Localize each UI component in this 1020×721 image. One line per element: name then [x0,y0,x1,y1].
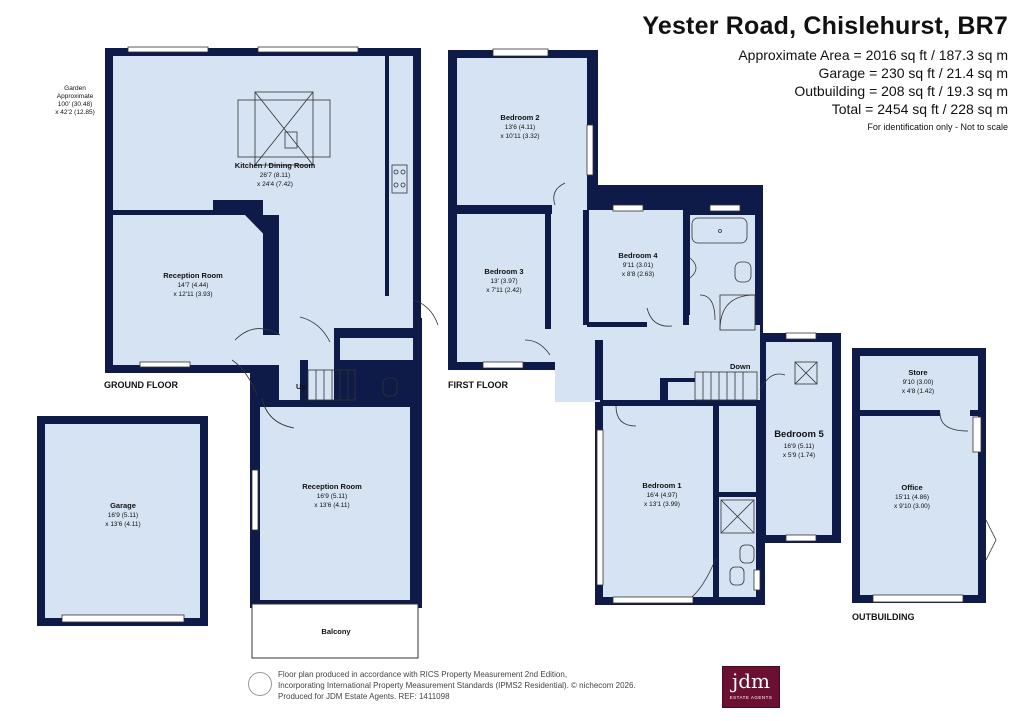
garage-label-name: Garage [110,501,136,510]
kitchen-label-l1: 26'7 (8.11) [260,172,290,179]
footer-copyright: © nichecom 2026. [571,681,636,690]
bedroom3-label-l1: 13' (3.97) [490,278,517,285]
garden-label-l3: x 42'2 (12.85) [55,109,95,116]
footer-line2-text: Incorporating International Property Mea… [278,681,569,690]
room-labels: Garden Approximate 100' (30.48) x 42'2 (… [55,85,934,636]
bedroom3-label-name: Bedroom 3 [484,267,523,276]
footer-line3-text: Produced for JDM Estate Agents. [278,692,397,701]
bedroom2-label-l2: x 10'11 (3.32) [500,133,539,140]
bedroom5-label-l2: x 5'9 (1.74) [783,452,815,459]
person-icon [248,672,272,696]
area-total: Total = 2454 sq ft / 228 sq m [831,101,1008,117]
office-label-name: Office [901,483,922,492]
logo-subtext: ESTATE AGENTS [729,695,773,700]
bedroom1-label-l1: 16'4 (4.97) [647,492,678,499]
area-summary: Approximate Area = 2016 sq ft / 187.3 sq… [738,46,1008,132]
office-label-l2: x 9'10 (3.00) [894,503,930,510]
bedroom5-label-name: Bedroom 5 [774,429,824,440]
area-approx: Approximate Area = 2016 sq ft / 187.3 sq… [738,47,1008,63]
reception2-label-l1: 16'9 (5.11) [317,493,347,500]
balcony-outline [251,603,419,659]
store-label-l1: 9'10 (3.00) [903,379,934,386]
garden-label-l1: Approximate [57,93,94,100]
footer-line1: Floor plan produced in accordance with R… [278,670,568,679]
kitchen-label-l2: x 24'4 (7.42) [257,181,293,188]
area-outbuilding: Outbuilding = 208 sq ft / 19.3 sq m [794,83,1008,99]
first-floor-walls [448,48,841,605]
stairs-down-label: Down [730,362,751,371]
bedroom3-label-l2: x 7'11 (2.42) [486,287,521,294]
garden-label-l2: 100' (30.48) [58,101,93,108]
logo-text: jdm [732,669,770,693]
bedroom5-label-l1: 16'9 (5.11) [784,443,814,450]
area-garage: Garage = 230 sq ft / 21.4 sq m [818,65,1009,81]
garage-label-l2: x 13'6 (4.11) [105,521,140,528]
bedroom2-label-name: Bedroom 2 [500,113,539,122]
stairs-up-label: Up [296,382,306,391]
reception1-label-l2: x 12'11 (3.93) [173,291,212,298]
balcony-label: Balcony [321,627,351,636]
agent-logo: jdm ESTATE AGENTS [722,666,780,708]
store-label-l2: x 4'8 (1.42) [902,388,934,395]
first-floor-label: FIRST FLOOR [448,380,508,390]
ground-floor-walls [105,46,439,608]
scale-note: For identification only - Not to scale [867,122,1008,132]
outbuilding-walls [852,348,997,603]
office-label-l1: 15'11 (4.86) [895,494,929,501]
footer-disclaimer: Floor plan produced in accordance with R… [278,669,636,702]
garden-label-name: Garden [64,85,86,92]
bedroom2-label-l1: 13'6 (4.11) [505,124,535,131]
store-label-name: Store [908,368,927,377]
bedroom4-label-name: Bedroom 4 [618,251,658,260]
reception1-label-l1: 14'7 (4.44) [178,282,209,289]
reception2-label-l2: x 13'6 (4.11) [314,502,349,509]
bedroom4-label-l2: x 8'8 (2.63) [622,271,654,278]
reception2-label-name: Reception Room [302,482,362,491]
footer-line2: Incorporating International Property Mea… [278,680,636,691]
footer-ref: REF: 1411098 [398,692,450,701]
outbuilding-label: OUTBUILDING [852,612,915,622]
bedroom4-label-l1: 9'11 (3.01) [623,262,653,269]
bedroom1-label-l2: x 13'1 (3.99) [644,501,680,508]
reception1-label-name: Reception Room [163,271,223,280]
garage-walls [37,416,208,626]
footer-line3: Produced for JDM Estate Agents. REF: 141… [278,691,636,702]
bedroom1-label-name: Bedroom 1 [642,481,681,490]
garage-label-l1: 16'9 (5.11) [108,512,138,519]
ground-floor-label: GROUND FLOOR [104,380,178,390]
property-title: Yester Road, Chislehurst, BR7 [642,12,1008,40]
kitchen-label-name: Kitchen / Dining Room [235,161,316,170]
